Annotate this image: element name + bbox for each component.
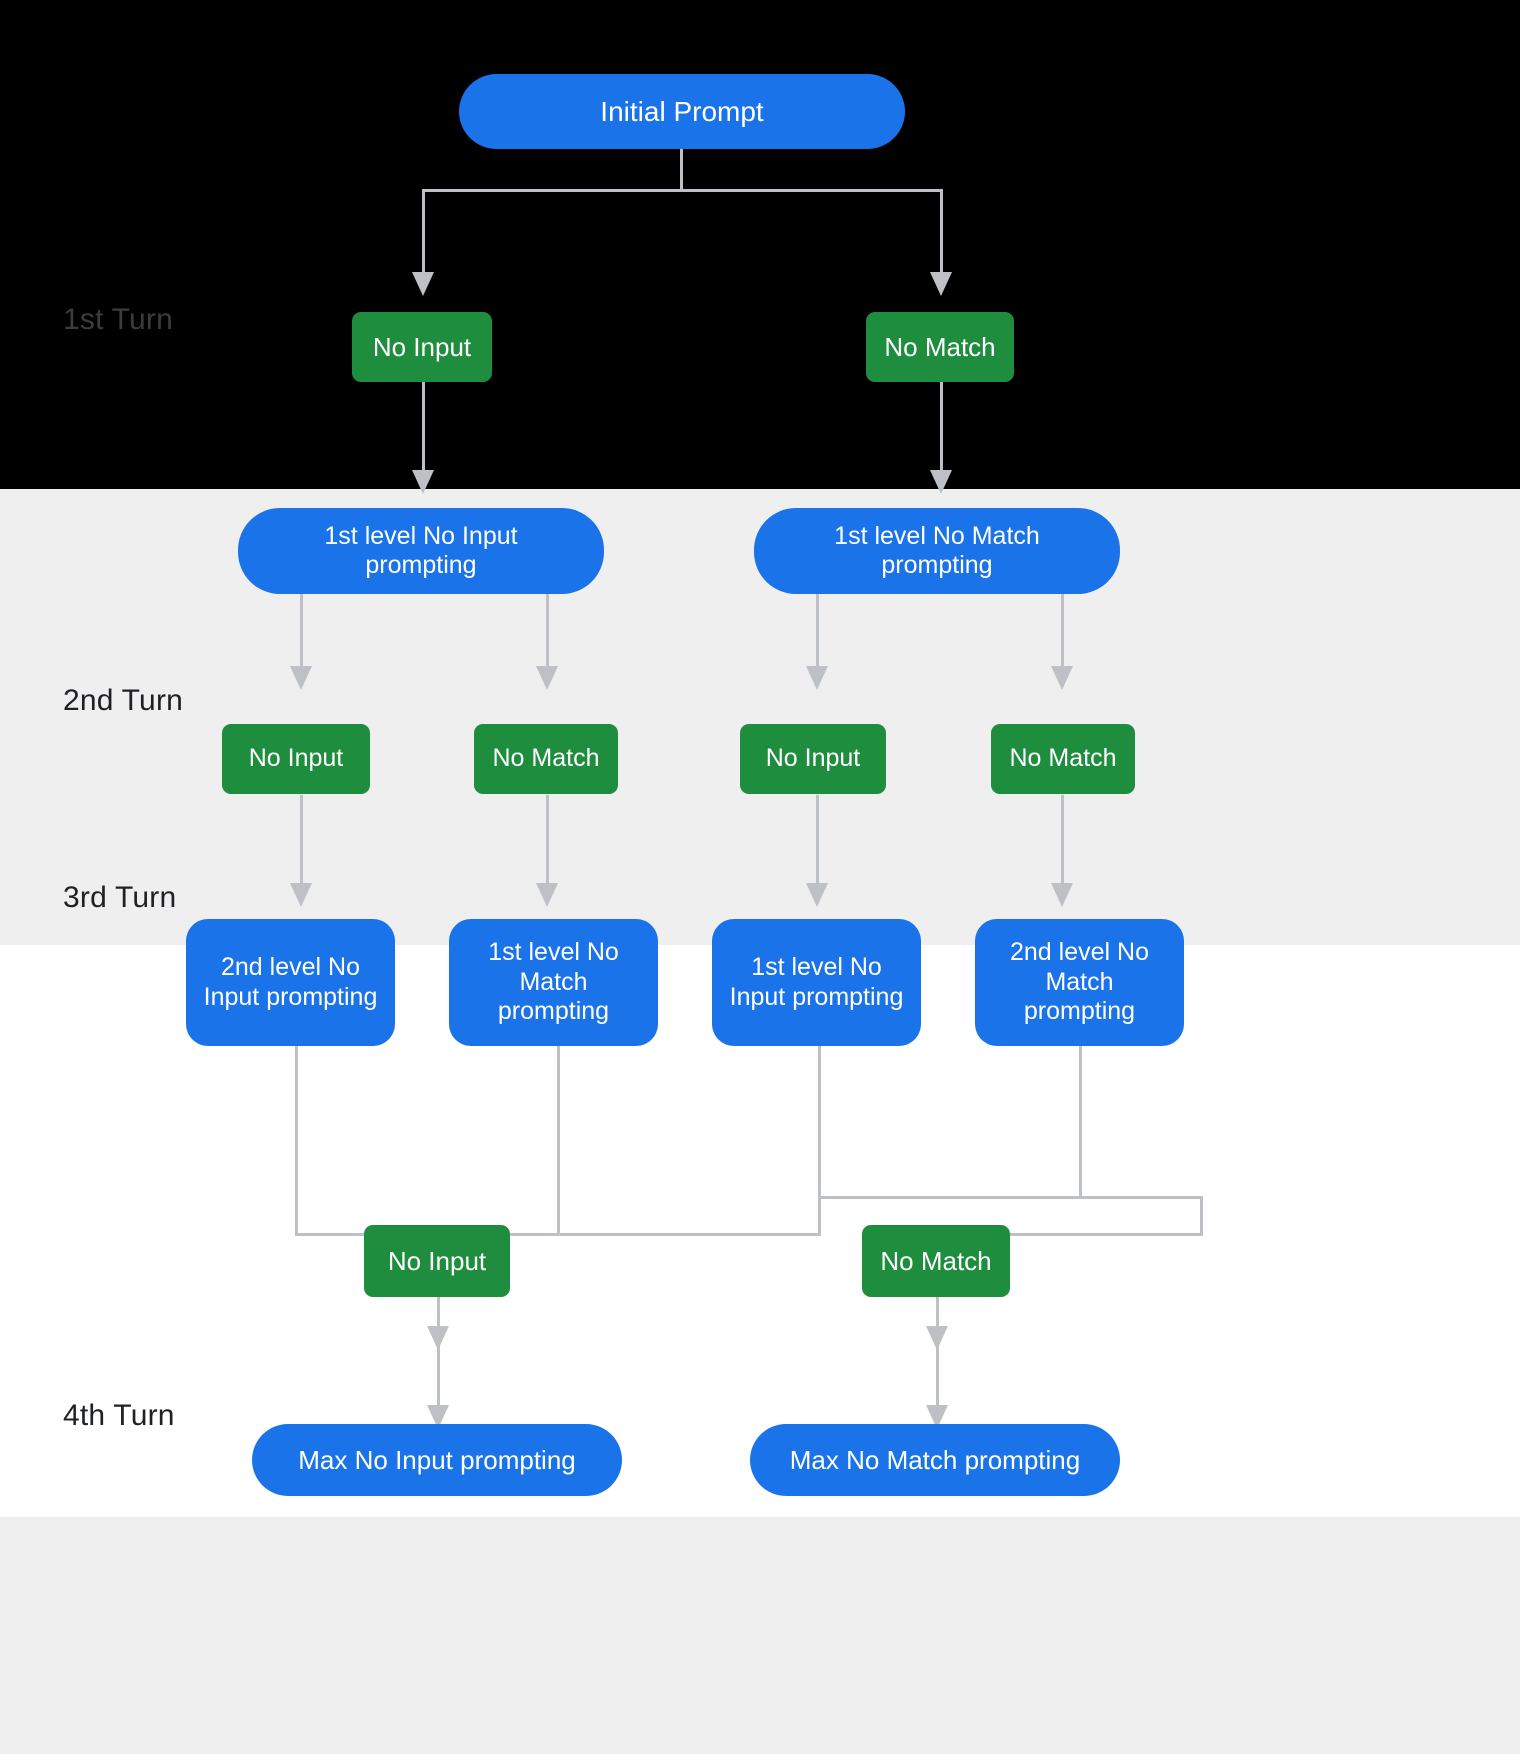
arrowhead-t2-prompt-noinput — [412, 470, 434, 494]
arrowhead-t3-prompt-1 — [290, 883, 312, 907]
arrowhead-t2-prompt-nomatch — [930, 470, 952, 494]
node-turn3-prompt-2[interactable]: 1st level No Match prompting — [449, 919, 658, 1046]
node-turn3-no-match[interactable]: No Match — [862, 1225, 1010, 1297]
node-turn4-max-no-input[interactable]: Max No Input prompting — [252, 1424, 622, 1496]
connector-t3p2-down — [557, 1044, 560, 1236]
connector-root-bar — [422, 189, 942, 192]
connector-merge-bar-right — [818, 1196, 1203, 1199]
row-label-turn3: 3rd Turn — [63, 881, 177, 914]
connector-t3nm-to-t4p2 — [936, 1297, 939, 1407]
node-turn1-no-input[interactable]: No Input — [352, 312, 492, 382]
node-initial-prompt[interactable]: Initial Prompt — [459, 74, 905, 149]
arrowhead-t3-prompt-3 — [806, 883, 828, 907]
connector-merge-bar-right-lower — [936, 1233, 1203, 1236]
connector-t2p1-to-nm — [546, 594, 549, 668]
arrowhead-t1-nomatch — [930, 272, 952, 296]
connector-t2nm-a-to-t3p2 — [546, 795, 549, 885]
arrowhead-t3-prompt-2 — [536, 883, 558, 907]
arrowhead-t2-event-noinput-a — [290, 666, 312, 690]
node-turn4-max-no-match[interactable]: Max No Match prompting — [750, 1424, 1120, 1496]
node-turn2-no-match-a[interactable]: No Match — [474, 724, 618, 794]
connector-t3p4-down — [1079, 1044, 1082, 1196]
row-label-turn4: 4th Turn — [63, 1399, 175, 1432]
node-turn2-no-input-b[interactable]: No Input — [740, 724, 886, 794]
connector-t2p2-to-ni — [816, 594, 819, 668]
arrowhead-t2-event-nomatch-a — [536, 666, 558, 690]
node-turn3-no-input[interactable]: No Input — [364, 1225, 510, 1297]
node-turn3-prompt-1[interactable]: 2nd level No Input prompting — [186, 919, 395, 1046]
band-turn4 — [0, 1517, 1520, 1754]
node-turn3-prompt-4[interactable]: 2nd level No Match prompting — [975, 919, 1184, 1046]
arrowhead-t1-noinput — [412, 272, 434, 296]
connector-t2ni-b-to-t3p3 — [816, 795, 819, 885]
node-turn3-prompt-3[interactable]: 1st level No Input prompting — [712, 919, 921, 1046]
connector-t1ni-to-t2ni — [422, 382, 425, 472]
connector-t2p2-to-nm — [1061, 594, 1064, 668]
connector-t1nm-to-t2nm — [940, 382, 943, 472]
arrowhead-t2-event-nomatch-b — [1051, 666, 1073, 690]
node-turn2-no-match-b[interactable]: No Match — [991, 724, 1135, 794]
connector-t3ni-to-t4p1 — [437, 1297, 440, 1407]
row-label-turn2: 2nd Turn — [63, 684, 184, 717]
connector-t2ni-a-to-t3p1 — [300, 795, 303, 885]
node-turn1-no-match[interactable]: No Match — [866, 312, 1014, 382]
connector-root-to-t1-right — [940, 189, 943, 274]
row-label-turn1: 1st Turn — [63, 303, 173, 336]
arrowhead-t4-prompt-nomatch — [926, 1405, 948, 1429]
connector-t2p1-to-ni — [300, 594, 303, 668]
connector-t3p1-down — [295, 1044, 298, 1236]
arrowhead-t2-event-noinput-b — [806, 666, 828, 690]
connector-merge-bar-left — [295, 1233, 820, 1236]
connector-merge-right-drop — [1200, 1196, 1203, 1233]
connector-t3p3-down — [818, 1044, 821, 1236]
connector-root-to-t1-left — [422, 189, 425, 274]
node-turn2-prompt-no-match[interactable]: 1st level No Match prompting — [754, 508, 1120, 594]
connector-root-stem — [680, 148, 683, 191]
connector-t2nm-b-to-t3p4 — [1061, 795, 1064, 885]
node-turn2-no-input-a[interactable]: No Input — [222, 724, 370, 794]
arrowhead-t3-prompt-4 — [1051, 883, 1073, 907]
node-turn2-prompt-no-input[interactable]: 1st level No Input prompting — [238, 508, 604, 594]
arrowhead-t4-prompt-noinput — [427, 1405, 449, 1429]
